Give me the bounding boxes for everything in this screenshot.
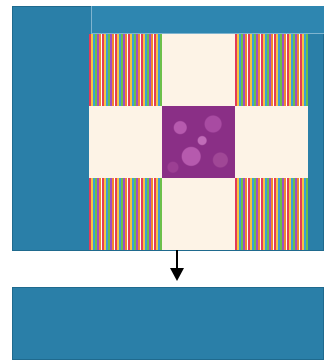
edge-patch-top — [162, 34, 235, 106]
edge-patch-left — [89, 106, 162, 178]
center-patch — [162, 106, 235, 178]
bottom-border-strip — [12, 287, 324, 360]
edge-patch-bottom — [162, 178, 235, 250]
corner-patch-bottom-right — [235, 178, 308, 250]
arrow-down-icon — [168, 250, 186, 282]
nine-patch-block — [89, 34, 308, 250]
corner-patch-top-right — [235, 34, 308, 106]
corner-patch-top-left — [89, 34, 162, 106]
corner-patch-bottom-left — [89, 178, 162, 250]
edge-patch-right — [235, 106, 308, 178]
top-border-strip — [91, 6, 324, 34]
